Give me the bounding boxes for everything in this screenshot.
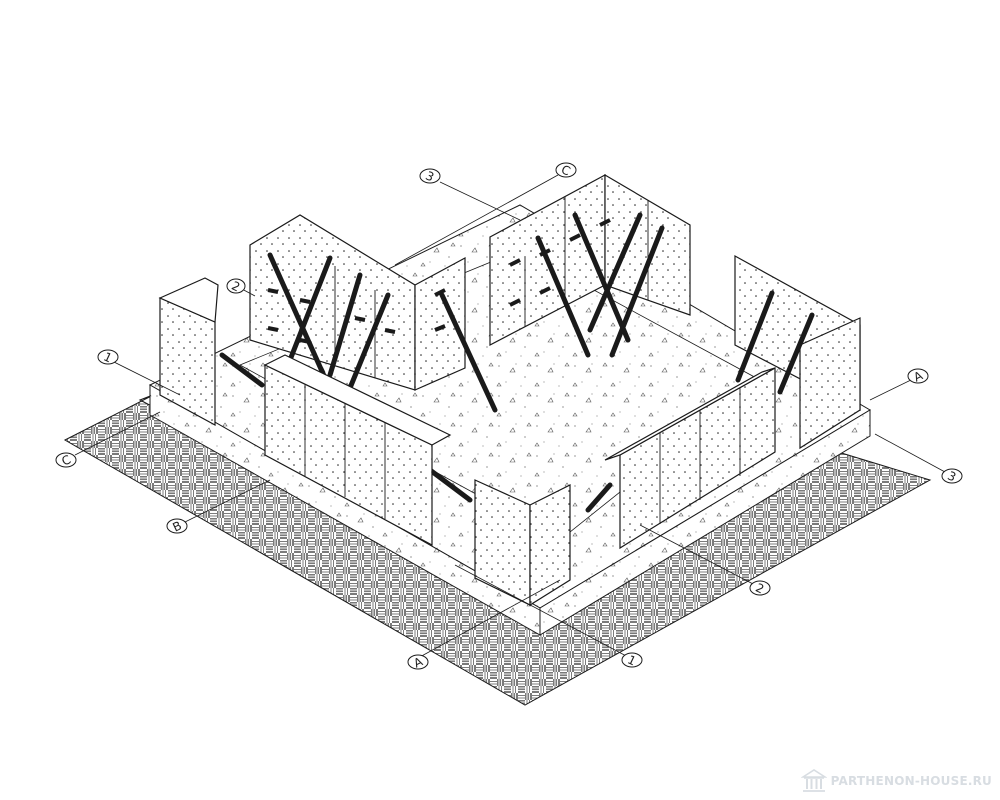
front-right-wall-top — [604, 367, 776, 461]
watermark-text: PARTHENON-HOUSE.RU — [830, 774, 992, 788]
grid-bubble-a-bottom: A — [407, 654, 429, 671]
left-corner-column-side — [158, 277, 219, 323]
grid-bubble-2-left: 2 — [226, 278, 246, 294]
grid-bubble-1-left: 1 — [97, 349, 119, 365]
grid-bubble-a-right: A — [907, 368, 929, 385]
grid-bubble-3-right: 3 — [941, 468, 963, 484]
front-left-wall-top — [263, 354, 452, 446]
panel-joints — [304, 196, 741, 524]
grid-bubble-b-left: B — [166, 518, 188, 535]
footing-slab-right-face — [539, 409, 871, 636]
grid-bubble-1-bottom: 1 — [621, 652, 643, 668]
grid-bubble-2-bottom: 2 — [749, 580, 771, 596]
front-corner-column-right — [529, 484, 571, 607]
back-left-wall-return — [414, 256, 466, 391]
back-right-wall-return — [604, 173, 691, 316]
grid-bubble-c-left: C — [55, 452, 77, 469]
grid-lines — [74, 174, 946, 659]
form-ties — [267, 218, 611, 344]
temple-icon — [800, 769, 827, 792]
bracing-struts — [219, 212, 815, 513]
grid-bubble-3-top: 3 — [419, 168, 441, 184]
grid-bubble-c-top: C — [555, 162, 577, 179]
right-corner-column — [799, 317, 861, 450]
watermark: PARTHENON-HOUSE.RU — [800, 766, 992, 796]
